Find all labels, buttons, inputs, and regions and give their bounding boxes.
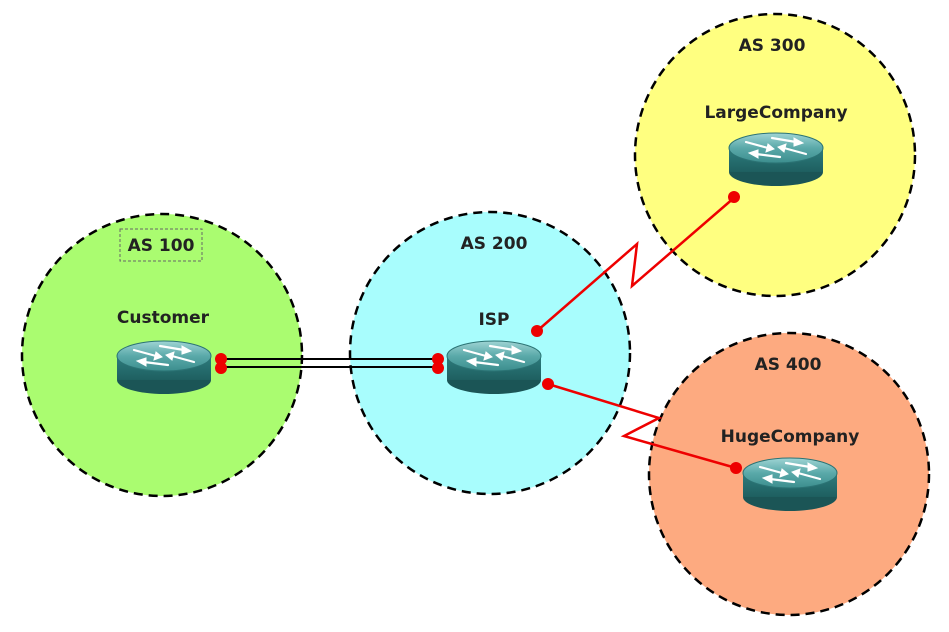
endpoint-customer — [215, 353, 227, 374]
router-icon[interactable] — [115, 339, 213, 396]
zone-label-as300: AS 300 — [739, 36, 806, 56]
router-label-isp: ISP — [478, 310, 509, 330]
endpoint-large — [728, 191, 740, 203]
link-isp-large — [536, 196, 736, 332]
router-icon[interactable] — [445, 339, 543, 396]
endpoint-isp-huge — [542, 378, 554, 390]
router-icon[interactable] — [727, 131, 825, 188]
router-icon[interactable] — [741, 456, 839, 513]
endpoint-isp-large — [531, 325, 543, 337]
router-label-customer: Customer — [117, 308, 210, 328]
as100-label-box — [119, 228, 203, 262]
router-label-huge: HugeCompany — [721, 427, 860, 447]
link-customer-isp — [220, 358, 438, 368]
zone-label-as200: AS 200 — [461, 234, 528, 254]
zone-label-as400: AS 400 — [755, 355, 822, 375]
endpoint-isp-ethernet — [432, 353, 444, 374]
link-isp-huge — [547, 382, 737, 470]
endpoint-huge — [730, 462, 742, 474]
router-label-large: LargeCompany — [704, 103, 847, 123]
zone-label-as100: AS 100 — [128, 236, 195, 256]
